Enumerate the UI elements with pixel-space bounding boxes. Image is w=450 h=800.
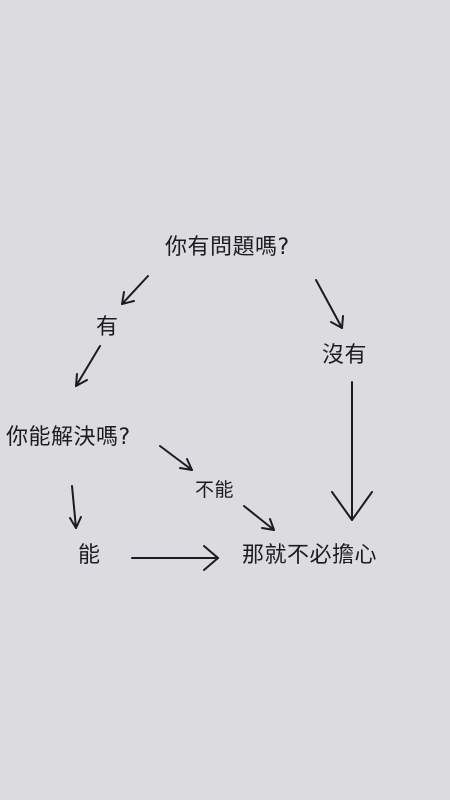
arrow-q2-to-can: [69, 485, 82, 529]
arrow-yes-to-q2: [75, 345, 101, 387]
arrow-q2-to-cannot: [159, 445, 193, 471]
arrow-no-to-conclusion: [331, 381, 373, 521]
question-2-node: 你能解決嗎?: [6, 425, 131, 450]
answer-yes-1-node: 有: [96, 315, 119, 340]
answer-yes-2-node: 能: [78, 543, 101, 568]
answer-no-1-node: 沒有: [322, 343, 368, 368]
answer-no-2-node: 不能: [195, 479, 235, 501]
question-1-node: 你有問題嗎?: [165, 235, 290, 260]
arrow-q1-to-yes: [121, 275, 149, 305]
arrow-can-to-conclusion: [131, 545, 219, 571]
arrow-cannot-to-conclusion: [243, 505, 275, 531]
conclusion-node: 那就不必擔心: [242, 543, 378, 568]
arrow-q1-to-no: [315, 279, 344, 329]
